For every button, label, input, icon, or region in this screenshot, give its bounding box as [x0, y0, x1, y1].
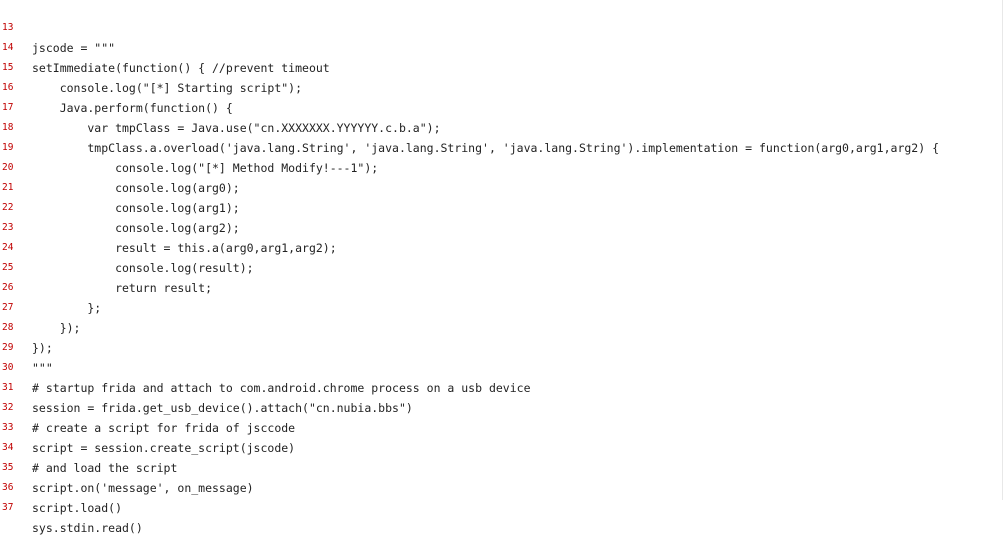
code-line: 32 # create a script for frida of jsccod… — [0, 378, 1003, 435]
code-text: # and load the script — [32, 461, 178, 475]
code-text: tmpClass.a.overload('java.lang.String', … — [32, 141, 939, 155]
line-number: 25 — [2, 262, 14, 273]
line-number: 30 — [2, 362, 14, 373]
line-number: 29 — [2, 342, 14, 353]
line-number: 27 — [2, 302, 14, 313]
line-number: 33 — [2, 422, 14, 433]
code-line: 31 session = frida.get_usb_device().atta… — [0, 358, 1003, 415]
code-line: 28 }); — [0, 298, 1003, 355]
code-text: console.log(result); — [32, 261, 254, 275]
code-line: 13 jscode = """ — [0, 0, 1003, 55]
line-number: 23 — [2, 222, 14, 233]
code-text: script.load() — [32, 501, 123, 515]
code-line: 22 console.log(arg2); — [0, 178, 1003, 235]
line-number: 19 — [2, 142, 14, 153]
code-line: 14 setImmediate(function() { //prevent t… — [0, 18, 1003, 75]
line-number: 31 — [2, 382, 14, 393]
code-line: 17 var tmpClass = Java.use("cn.XXXXXXX.Y… — [0, 78, 1003, 135]
line-number: 13 — [2, 22, 14, 33]
line-number: 26 — [2, 282, 14, 293]
line-number: 17 — [2, 102, 14, 113]
line-number: 24 — [2, 242, 14, 253]
code-line: 24 console.log(result); — [0, 218, 1003, 275]
code-text: script.on('message', on_message) — [32, 481, 254, 495]
code-text: console.log(arg2); — [32, 221, 240, 235]
code-text: session = frida.get_usb_device().attach(… — [32, 401, 413, 415]
code-line: 35 script.on('message', on_message) — [0, 438, 1003, 495]
code-text: result = this.a(arg0,arg1,arg2); — [32, 241, 337, 255]
line-number-gutter — [0, 0, 24, 500]
code-text: # startup frida and attach to com.androi… — [32, 381, 531, 395]
code-text: console.log("[*] Starting script"); — [32, 81, 303, 95]
code-line: 25 return result; — [0, 238, 1003, 295]
code-line: 29 """ — [0, 318, 1003, 375]
code-block: 13 jscode = """ 14 setImmediate(function… — [0, 0, 1003, 535]
code-line: 36 script.load() — [0, 458, 1003, 515]
line-number: 34 — [2, 442, 14, 453]
code-text: }; — [32, 301, 102, 315]
code-line: 37 sys.stdin.read() — [0, 478, 1003, 535]
code-text: return result; — [32, 281, 213, 295]
line-number: 21 — [2, 182, 14, 193]
code-text: sys.stdin.read() — [32, 521, 143, 535]
code-text: console.log("[*] Method Modify!---1"); — [32, 161, 379, 175]
code-line: 16 Java.perform(function() { — [0, 58, 1003, 115]
code-text: script = session.create_script(jscode) — [32, 441, 296, 455]
code-line: 26 }; — [0, 258, 1003, 315]
line-number: 32 — [2, 402, 14, 413]
code-line: 30 # startup frida and attach to com.and… — [0, 338, 1003, 395]
line-number: 35 — [2, 462, 14, 473]
code-text: Java.perform(function() { — [32, 101, 233, 115]
code-line: 20 console.log(arg0); — [0, 138, 1003, 195]
line-number: 15 — [2, 62, 14, 73]
line-number: 22 — [2, 202, 14, 213]
code-line: 21 console.log(arg1); — [0, 158, 1003, 215]
code-line: 18 tmpClass.a.overload('java.lang.String… — [0, 98, 1003, 155]
code-text: # create a script for frida of jsccode — [32, 421, 296, 435]
line-number: 16 — [2, 82, 14, 93]
code-text: var tmpClass = Java.use("cn.XXXXXXX.YYYY… — [32, 121, 441, 135]
code-text: }); — [32, 321, 81, 335]
code-line: 23 result = this.a(arg0,arg1,arg2); — [0, 198, 1003, 255]
code-text: }); — [32, 341, 53, 355]
line-number: 20 — [2, 162, 14, 173]
code-text: jscode = """ — [32, 41, 116, 55]
code-text: setImmediate(function() { //prevent time… — [32, 61, 330, 75]
line-number: 28 — [2, 322, 14, 333]
code-line: 34 # and load the script — [0, 418, 1003, 475]
line-number: 18 — [2, 122, 14, 133]
code-text: """ — [32, 361, 53, 375]
line-number: 37 — [2, 502, 14, 513]
line-number: 36 — [2, 482, 14, 493]
code-line: 15 console.log("[*] Starting script"); — [0, 38, 1003, 95]
code-line: 33 script = session.create_script(jscode… — [0, 398, 1003, 455]
line-number: 14 — [2, 42, 14, 53]
code-text: console.log(arg1); — [32, 201, 240, 215]
code-text: console.log(arg0); — [32, 181, 240, 195]
code-line: 19 console.log("[*] Method Modify!---1")… — [0, 118, 1003, 175]
code-line: 27 }); — [0, 278, 1003, 335]
